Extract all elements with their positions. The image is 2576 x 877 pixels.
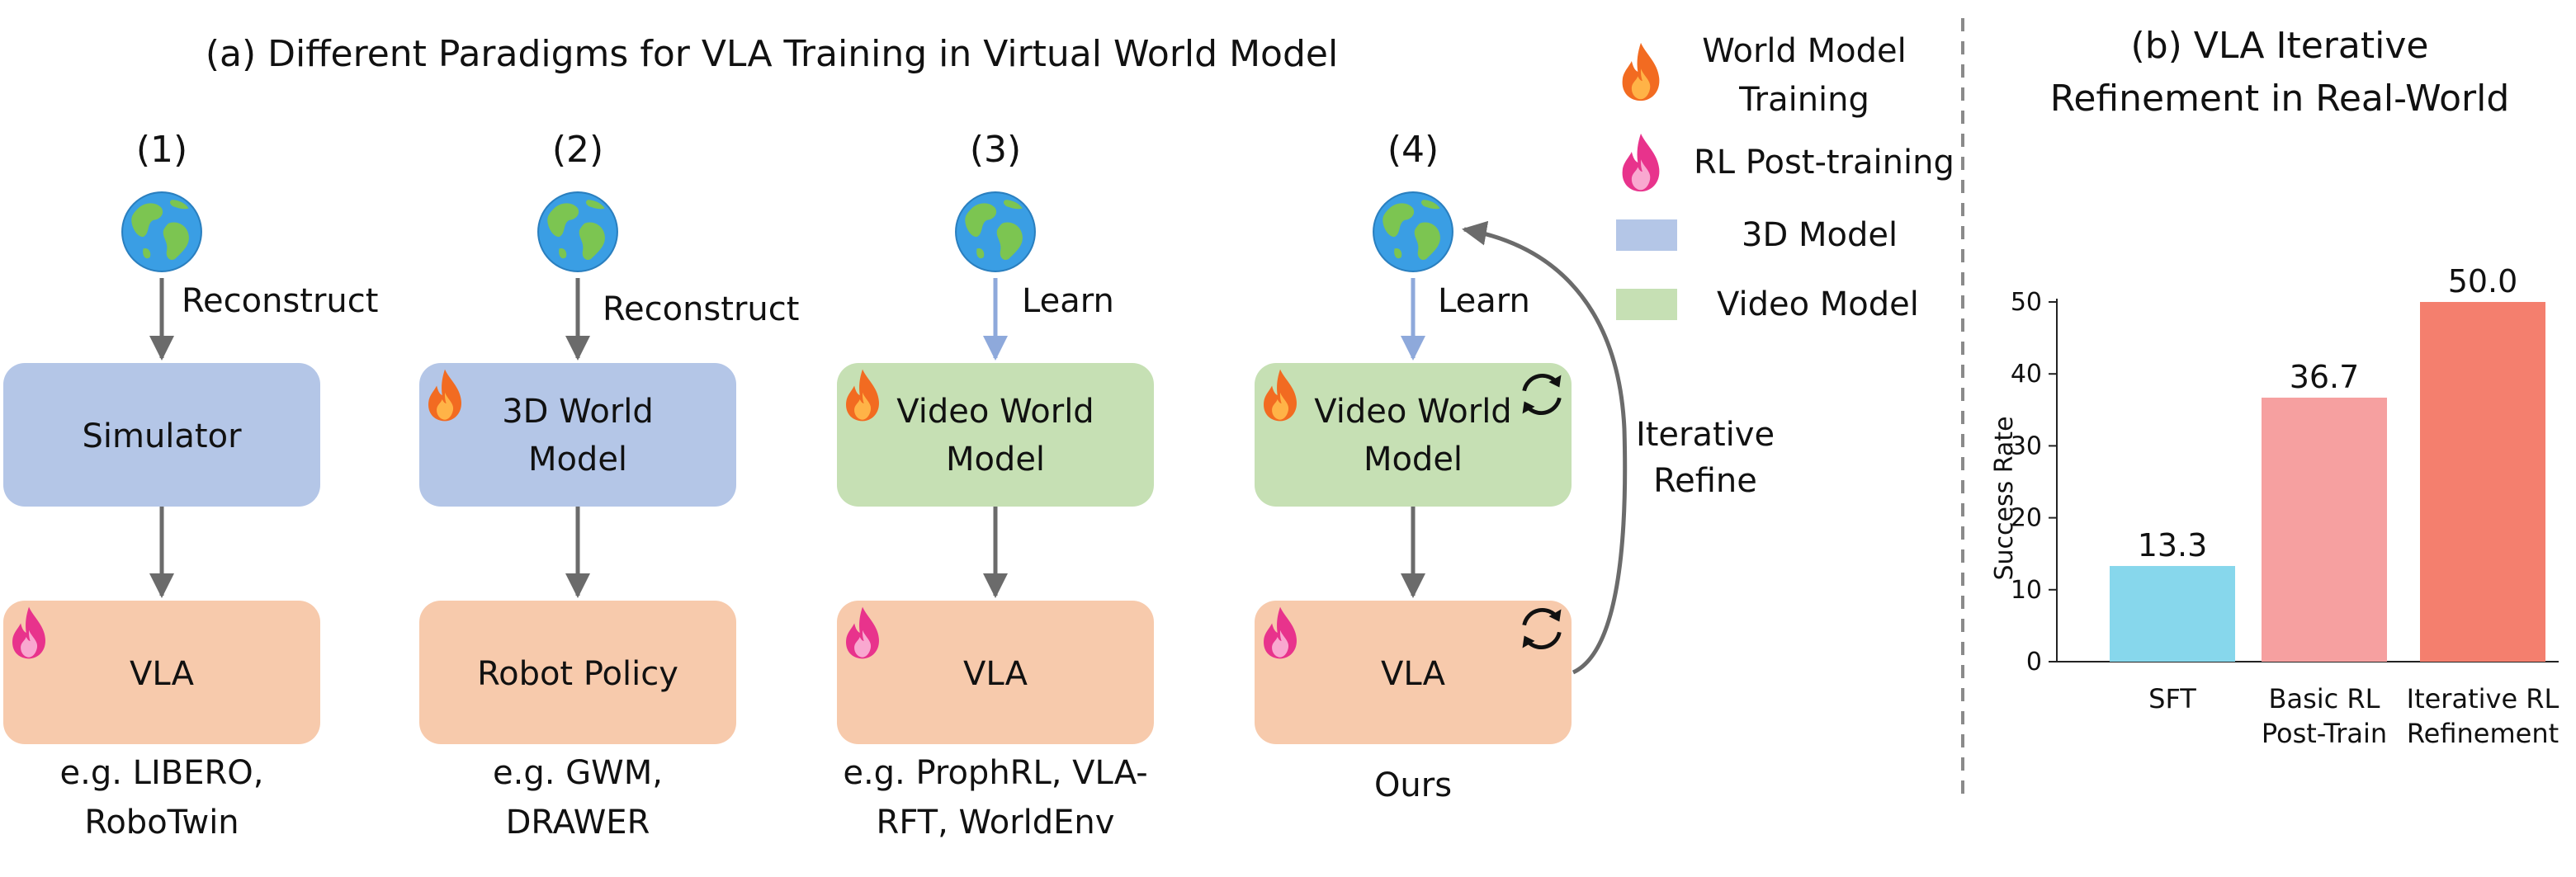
simulator-box bbox=[3, 363, 320, 507]
legend-world-model-training-line-1: World Model bbox=[1702, 32, 1906, 70]
iterative-refine-arrow bbox=[1462, 220, 1628, 675]
column-number: (4) bbox=[1387, 129, 1439, 171]
x-tick-label: Post-Train bbox=[2262, 718, 2387, 749]
vla-box bbox=[1255, 601, 1572, 744]
earth-globe-icon bbox=[121, 191, 202, 272]
video-world-model-box bbox=[837, 363, 1154, 507]
panel-b-title-line-1: (b) VLA Iterative bbox=[2131, 25, 2429, 67]
y-tick-label: 0 bbox=[2026, 648, 2042, 677]
policy-box-label: VLA bbox=[963, 655, 1028, 693]
bar bbox=[2110, 566, 2235, 662]
vla-box bbox=[3, 601, 320, 744]
y-axis-label: Success Rate bbox=[1990, 416, 2019, 580]
column-number: (1) bbox=[136, 129, 187, 171]
vla-box bbox=[837, 601, 1154, 744]
legend-3d-model: 3D Model bbox=[1742, 216, 1898, 254]
legend: World Model Training RL Post-training 3D… bbox=[1616, 32, 1954, 323]
edge-label: Reconstruct bbox=[182, 282, 378, 320]
model-box-label: Simulator bbox=[82, 417, 242, 455]
example-line-1: e.g. ProphRL, VLA- bbox=[843, 754, 1147, 792]
example-line-2: RFT, WorldEnv bbox=[877, 804, 1115, 842]
example-line-1: Ours bbox=[1374, 766, 1452, 804]
bar-value-label: 50.0 bbox=[2448, 263, 2518, 299]
paradigm-column-1: (1) Reconstruct Simulator VLA e.g. LIBER… bbox=[3, 129, 378, 842]
legend-rl-post-training: RL Post-training bbox=[1694, 144, 1954, 182]
legend-video-model-swatch bbox=[1616, 289, 1677, 320]
earth-globe-icon bbox=[537, 191, 618, 272]
example-line-2: RoboTwin bbox=[84, 804, 239, 842]
3d-world-model-box bbox=[419, 363, 736, 507]
model-box-label-line-2: Model bbox=[946, 441, 1045, 479]
model-box-label-line-1: Video World bbox=[1314, 393, 1511, 431]
x-tick-label: Refinement bbox=[2407, 718, 2559, 749]
paradigm-column-4: (4) Learn Video World Model VLA Ours Ite… bbox=[1255, 129, 1775, 804]
policy-box-label: VLA bbox=[130, 655, 195, 693]
earth-globe-icon bbox=[1373, 191, 1453, 272]
model-box-label-line-1: 3D World bbox=[502, 393, 654, 431]
y-tick-label: 20 bbox=[2011, 504, 2042, 533]
paradigm-column-2: (2) Reconstruct 3D World Model Robot Pol… bbox=[419, 129, 799, 842]
edge-label: Reconstruct bbox=[603, 290, 799, 328]
column-number: (2) bbox=[552, 129, 603, 171]
legend-video-model: Video Model bbox=[1717, 285, 1919, 323]
y-tick-label: 40 bbox=[2011, 360, 2042, 389]
y-tick-label: 50 bbox=[2011, 288, 2042, 317]
example-line-2: DRAWER bbox=[506, 804, 650, 842]
panel-a-title: (a) Different Paradigms for VLA Training… bbox=[206, 33, 1338, 75]
rl-post-training-fire-icon bbox=[1622, 133, 1660, 192]
legend-3d-model-swatch bbox=[1616, 219, 1677, 251]
robot-policy-box bbox=[419, 601, 736, 744]
earth-globe-icon bbox=[955, 191, 1036, 272]
bar bbox=[2262, 397, 2387, 662]
policy-box-label: VLA bbox=[1381, 655, 1446, 693]
world-model-training-fire-icon bbox=[1622, 42, 1660, 101]
paradigm-column-3: (3) Learn Video World Model VLA e.g. Pro… bbox=[837, 129, 1154, 842]
edge-label: Learn bbox=[1022, 282, 1114, 320]
iterative-refine-label-line-2: Refine bbox=[1653, 462, 1757, 500]
x-tick-label: Basic RL bbox=[2269, 683, 2380, 714]
example-line-1: e.g. GWM, bbox=[493, 754, 663, 792]
policy-box-label: Robot Policy bbox=[477, 655, 678, 693]
model-box-label-line-2: Model bbox=[1364, 441, 1463, 479]
edge-label: Learn bbox=[1438, 282, 1530, 320]
example-line-1: e.g. LIBERO, bbox=[60, 754, 264, 792]
bar-value-label: 13.3 bbox=[2138, 527, 2208, 563]
model-box-label-line-2: Model bbox=[528, 441, 627, 479]
y-tick-label: 10 bbox=[2011, 576, 2042, 605]
x-tick-label: Iterative RL bbox=[2407, 683, 2559, 714]
video-world-model-box bbox=[1255, 363, 1572, 507]
legend-world-model-training-line-2: Training bbox=[1738, 81, 1869, 119]
y-tick-label: 30 bbox=[2011, 431, 2042, 460]
panel-b-title-line-2: Refinement in Real-World bbox=[2050, 78, 2510, 120]
iterative-refine-label-line-1: Iterative bbox=[1636, 416, 1775, 454]
model-box-label-line-1: Video World bbox=[896, 393, 1094, 431]
x-tick-label: SFT bbox=[2148, 683, 2196, 714]
column-number: (3) bbox=[970, 129, 1021, 171]
bar-value-label: 36.7 bbox=[2290, 359, 2360, 395]
bar bbox=[2420, 302, 2545, 662]
